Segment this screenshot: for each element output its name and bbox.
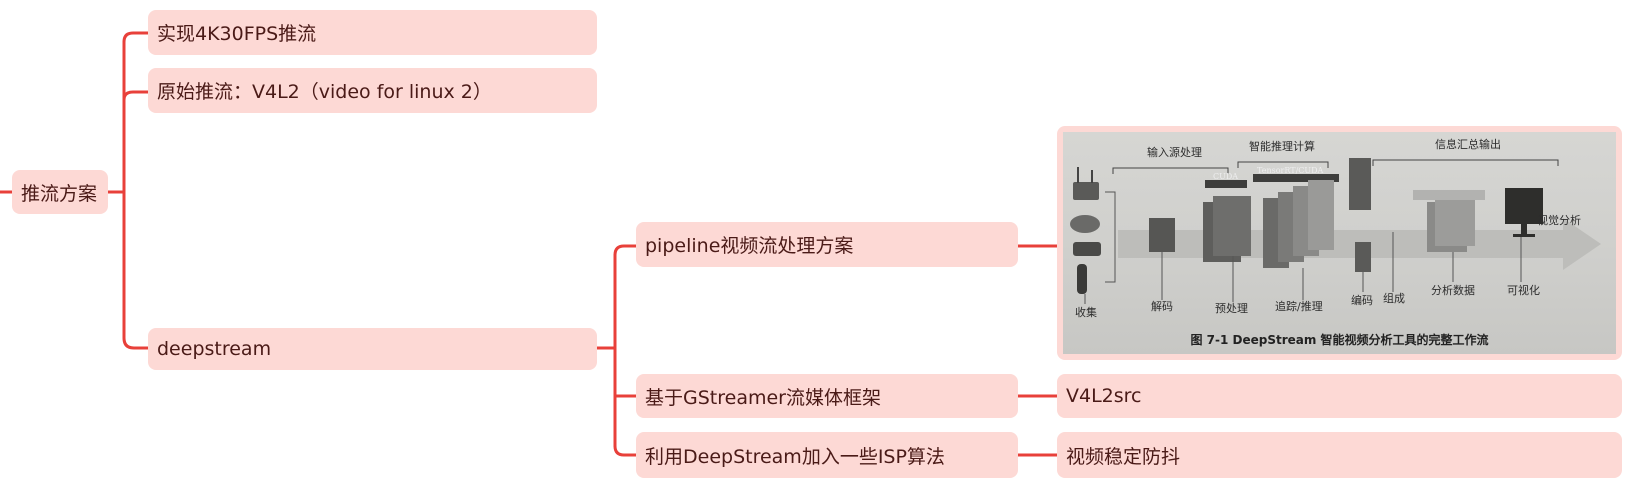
workflow-illustration bbox=[1070, 158, 1601, 304]
fig-label-preprocess: 预处理 bbox=[1215, 302, 1248, 315]
fig-label-track: 追踪/推理 bbox=[1275, 300, 1323, 313]
fig-label-decode: 解码 bbox=[1151, 300, 1173, 313]
fig-label-collect: 收集 bbox=[1075, 306, 1097, 319]
leaf-v4l2src[interactable]: V4L2src bbox=[1057, 374, 1622, 418]
fig-label-visualize: 可视化 bbox=[1507, 284, 1540, 297]
fig-section-infer: 智能推理计算 bbox=[1249, 140, 1315, 153]
branch-deepstream[interactable]: deepstream bbox=[148, 328, 597, 370]
leaf-stabilization[interactable]: 视频稳定防抖 bbox=[1057, 432, 1622, 478]
fig-section-output: 信息汇总输出 bbox=[1435, 138, 1501, 151]
branch-4k30fps[interactable]: 实现4K30FPS推流 bbox=[148, 10, 597, 55]
node-pipeline[interactable]: pipeline视频流处理方案 bbox=[636, 222, 1018, 267]
workflow-figure-node[interactable]: 输入源处理 智能推理计算 信息汇总输出 CUDA TensorRT/CUDA 收… bbox=[1057, 126, 1622, 360]
fig-caption: 图 7-1 DeepStream 智能视频分析工具的完整工作流 bbox=[1190, 333, 1489, 347]
branch-v4l2[interactable]: 原始推流：V4L2（video for linux 2） bbox=[148, 68, 597, 113]
node-isp[interactable]: 利用DeepStream加入一些ISP算法 bbox=[636, 432, 1018, 478]
node-gstreamer[interactable]: 基于GStreamer流媒体框架 bbox=[636, 374, 1018, 418]
fig-label-visual-analysis: 视觉分析 bbox=[1537, 214, 1581, 227]
fig-label-compose: 组成 bbox=[1383, 292, 1405, 305]
fig-tag-tensorrt: TensorRT/CUDA bbox=[1257, 166, 1324, 175]
deepstream-workflow-photo: 输入源处理 智能推理计算 信息汇总输出 CUDA TensorRT/CUDA 收… bbox=[1063, 132, 1616, 354]
fig-section-input: 输入源处理 bbox=[1147, 146, 1202, 159]
fig-label-analytics: 分析数据 bbox=[1431, 284, 1475, 297]
fig-label-encode: 编码 bbox=[1351, 294, 1373, 307]
root-node[interactable]: 推流方案 bbox=[12, 170, 108, 214]
fig-tag-cuda: CUDA bbox=[1213, 172, 1239, 181]
